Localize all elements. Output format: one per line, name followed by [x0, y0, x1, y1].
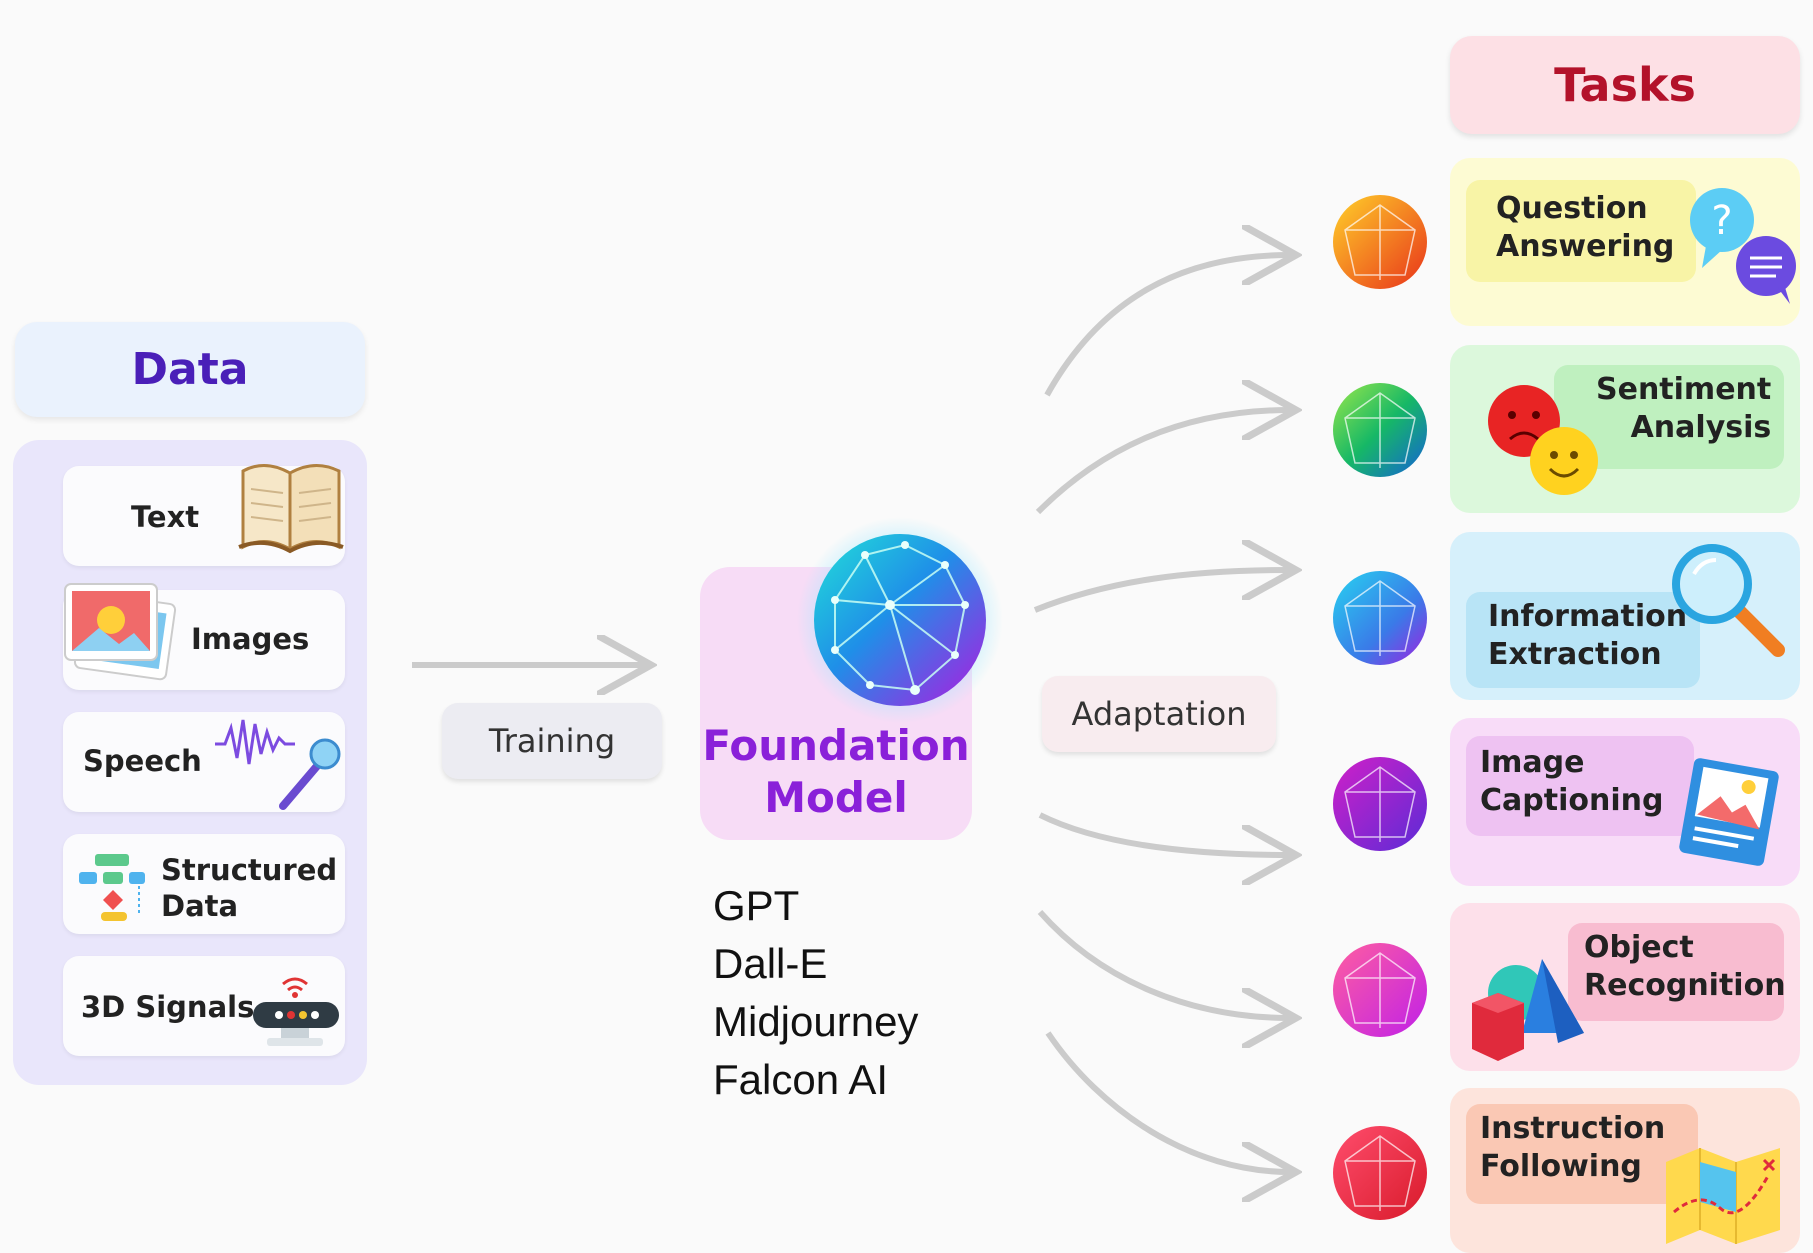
flowchart-icon: [79, 854, 145, 921]
adaptation-label: Adaptation: [1042, 676, 1276, 752]
neural-globe-icon: [797, 517, 1003, 723]
data-item-label: Structured Data: [161, 853, 338, 923]
adaptation-text: Adaptation: [1071, 695, 1247, 733]
orb-sentiment-analysis: [1333, 383, 1427, 477]
arrow-to-sentiment: [1035, 410, 1290, 515]
tasks-title: Tasks: [1554, 58, 1696, 112]
picture-card-icon: [1679, 758, 1779, 866]
photos-icon: [64, 583, 177, 681]
data-item-structured-data: Structured Data: [63, 834, 345, 934]
task-sentiment-analysis: Sentiment Analysis: [1450, 345, 1800, 513]
svg-text:?: ?: [1711, 198, 1732, 244]
data-title: Data: [131, 344, 249, 395]
sensor-device-icon: [253, 977, 339, 1046]
data-panel: Text Images Speech: [13, 440, 367, 1085]
microphone-waveform-icon: [215, 719, 341, 810]
task-label: Image Captioning: [1480, 745, 1664, 818]
treasure-map-icon: [1666, 1148, 1780, 1244]
data-item-3d-signals: 3D Signals: [63, 956, 345, 1056]
training-label: Training: [442, 703, 662, 779]
model-examples-list: GPT Dall-E Midjourney Falcon AI: [713, 877, 918, 1109]
orb-information-extraction: [1333, 571, 1427, 665]
task-information-extraction: Information Extraction: [1450, 532, 1800, 700]
task-label: Information Extraction: [1488, 599, 1688, 672]
orb-question-answering: [1333, 195, 1427, 289]
task-instruction-following: Instruction Following: [1450, 1088, 1800, 1253]
foundation-model-title: Foundation Model: [702, 721, 970, 822]
data-item-text: Text: [63, 464, 345, 566]
task-image-captioning: Image Captioning: [1450, 718, 1800, 886]
model-example: Falcon AI: [713, 1056, 889, 1103]
model-example: Midjourney: [713, 998, 919, 1045]
arrow-to-instruction: [1045, 1031, 1290, 1172]
magnifier-icon: [1672, 544, 1785, 657]
model-example: GPT: [713, 882, 800, 929]
data-header: Data: [15, 322, 365, 417]
task-question-answering: Question Answering ?: [1450, 158, 1800, 326]
data-item-label: Text: [131, 500, 200, 534]
emotion-faces-icon: [1488, 385, 1598, 495]
task-label: Question Answering: [1496, 191, 1675, 264]
task-orbs: [1333, 195, 1427, 1220]
arrow-to-qa: [1044, 255, 1290, 397]
data-item-label: Speech: [83, 744, 202, 778]
orb-image-captioning: [1333, 757, 1427, 851]
question-chat-icon: ?: [1690, 188, 1796, 304]
data-item-speech: Speech: [63, 712, 345, 812]
arrow-to-captioning: [1038, 812, 1290, 855]
task-label: Instruction Following: [1480, 1111, 1666, 1184]
model-example: Dall-E: [713, 940, 828, 987]
orb-object-recognition: [1333, 943, 1427, 1037]
arrow-to-extraction: [1033, 570, 1290, 613]
data-item-label: Images: [191, 622, 310, 656]
shapes-icon: [1472, 959, 1584, 1061]
open-book-icon: [238, 464, 344, 554]
orb-instruction-following: [1333, 1126, 1427, 1220]
task-label: Sentiment Analysis: [1596, 372, 1772, 445]
task-object-recognition: Object Recognition: [1450, 903, 1800, 1071]
data-item-label: 3D Signals: [81, 990, 255, 1024]
tasks-header: Tasks: [1450, 36, 1800, 134]
data-item-images: Images: [63, 583, 345, 690]
arrow-to-recognition: [1037, 910, 1290, 1018]
training-text: Training: [488, 722, 616, 760]
task-label: Object Recognition: [1584, 930, 1786, 1003]
